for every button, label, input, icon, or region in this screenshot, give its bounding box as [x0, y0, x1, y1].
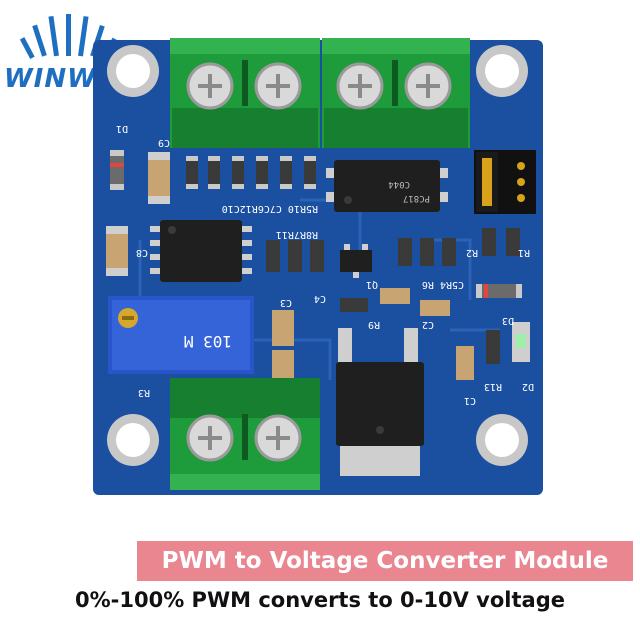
label-r5r10: R5R10 C7C6R12C10 [222, 203, 318, 214]
diode-d3 [476, 284, 522, 298]
label-r13: R13 [484, 381, 502, 392]
label-r8r7: R8R7R11 [276, 229, 318, 240]
mounting-hole-top-left [107, 45, 159, 97]
label-pc817: PC817 [403, 193, 430, 203]
jumper-header [474, 150, 536, 214]
label-q1: Q1 [366, 279, 378, 290]
label-r9: R9 [368, 319, 380, 330]
label-r3: R3 [138, 387, 150, 398]
label-r2: R2 [466, 247, 478, 258]
transistor-q1 [340, 244, 372, 278]
terminal-block-top-right [322, 38, 470, 148]
label-c3: C3 [280, 297, 292, 308]
mounting-hole-bottom-left [107, 414, 159, 466]
label-c9: C9 [158, 137, 170, 148]
pwm-module-board: D1 C9 R5R10 C7C6R12C10 C8 R8R7R11 Q1 C5R… [93, 38, 543, 495]
terminal-block-bottom [170, 378, 320, 490]
capacitor-c9 [148, 152, 170, 204]
optocoupler-pc817 [326, 160, 448, 212]
caption-title: PWM to Voltage Converter Module [137, 541, 633, 581]
label-r1: R1 [518, 247, 530, 258]
caption-subtitle: 0%-100% PWM converts to 0-10V voltage [75, 588, 565, 612]
label-c1: C1 [464, 395, 476, 406]
mounting-hole-bottom-right [476, 414, 528, 466]
pot-code: 103 M [184, 332, 232, 351]
label-c5r4r6: C5R4 R6 [422, 279, 464, 290]
smd-r9-c2 [340, 288, 450, 316]
mounting-hole-top-right [476, 45, 528, 97]
diode-d1 [110, 150, 124, 190]
label-c2: C2 [422, 319, 434, 330]
label-c044: C044 [388, 179, 410, 189]
smd-resistor-array [266, 228, 520, 272]
smd-resistor-row [186, 160, 316, 184]
label-d2: D2 [522, 381, 534, 392]
capacitor-c3-c4 [272, 310, 294, 386]
regulator-dpak [336, 328, 424, 476]
smd-c1-r13-d2 [456, 322, 530, 380]
label-c4: C4 [314, 293, 326, 304]
label-d1: D1 [116, 123, 128, 134]
terminal-block-top-left [170, 38, 320, 148]
label-c8: C8 [136, 247, 148, 258]
capacitor-c8 [106, 226, 128, 276]
opamp-ic [150, 220, 252, 282]
potentiometer-r3 [108, 296, 254, 374]
label-d3: D3 [502, 315, 514, 326]
